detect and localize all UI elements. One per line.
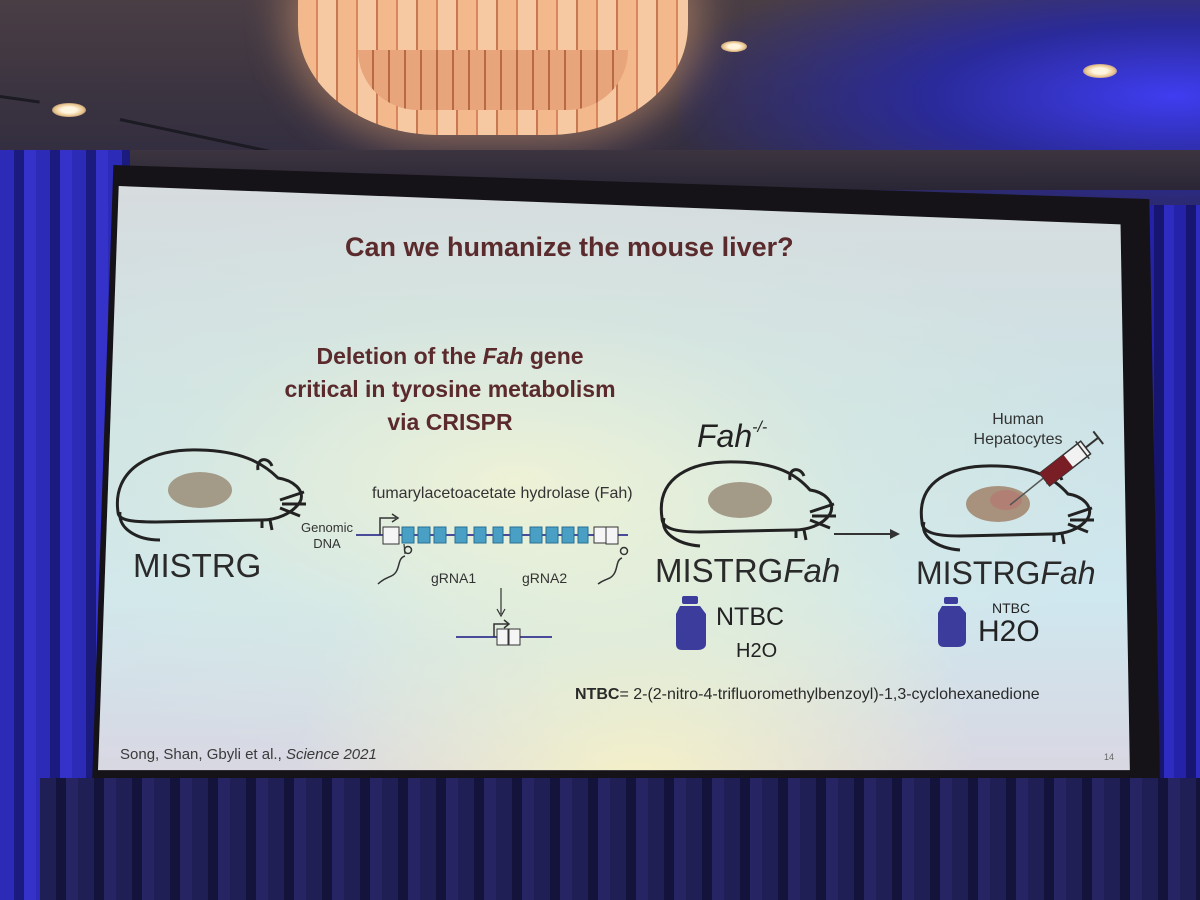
mouse-icon-mistrg bbox=[115, 448, 306, 542]
presentation-slide bbox=[98, 186, 1130, 771]
grna2-label: gRNA2 bbox=[522, 570, 568, 586]
page-number: 14 bbox=[1104, 752, 1115, 762]
human-hepatocyte-patch bbox=[990, 490, 1022, 510]
right-arrow-icon bbox=[834, 529, 900, 539]
fah-knockout-label: Fah-/- bbox=[697, 418, 767, 455]
subtitle-gene: Fah bbox=[482, 343, 524, 369]
grna1-label: gRNA1 bbox=[431, 570, 477, 586]
subtitle-line1-post: gene bbox=[523, 343, 584, 369]
ceiling-light bbox=[52, 103, 86, 117]
human-hepatocytes-line1: Human bbox=[992, 411, 1044, 428]
mouse2-label-italic: Fah bbox=[783, 552, 841, 589]
liver-shape bbox=[168, 472, 232, 508]
mouse-icon-humanized bbox=[919, 464, 1094, 552]
ntbc-definition: NTBC= 2-(2-nitro-4-trifluoromethylbenzoy… bbox=[575, 686, 1040, 704]
liver-shape bbox=[708, 482, 772, 518]
genomic-line1: Genomic bbox=[300, 520, 354, 535]
mouse1-label: MISTRG bbox=[133, 547, 262, 584]
citation: Song, Shan, Gbyli et al., Science 2021 bbox=[120, 746, 377, 763]
citation-journal: Science 2021 bbox=[285, 746, 377, 763]
ntbc-vial-icon bbox=[676, 596, 706, 650]
ceiling-light bbox=[721, 41, 747, 52]
genomic-line2: DNA bbox=[313, 536, 341, 551]
subtitle-line2: critical in tyrosine metabolism bbox=[284, 376, 616, 402]
mouse3-label: MISTRGFah bbox=[916, 555, 1096, 592]
genomic-dna-label: Genomic DNA bbox=[292, 520, 362, 552]
gene-label: fumarylacetoacetate hydrolase (Fah) bbox=[372, 485, 633, 502]
mouse2-label: MISTRGFah bbox=[655, 552, 840, 590]
citation-authors: Song, Shan, Gbyli et al., bbox=[120, 746, 286, 763]
ntbc-large-label: NTBC bbox=[716, 603, 785, 631]
h2o-small-label: H2O bbox=[736, 640, 778, 662]
fah-knockout-text: Fah bbox=[697, 418, 753, 454]
subtitle-line3: via CRISPR bbox=[387, 409, 513, 435]
fah-knockout-superscript: -/- bbox=[752, 419, 768, 436]
ntbc-vial-icon bbox=[938, 597, 966, 647]
mouse3-label-main: MISTRG bbox=[916, 555, 1041, 591]
chandelier bbox=[298, 0, 688, 135]
mouse3-label-italic: Fah bbox=[1040, 555, 1096, 591]
mouse-icon-mistrgfah bbox=[659, 460, 836, 548]
ntbc-small-label: NTBC bbox=[992, 600, 1031, 616]
subtitle-pre: Deletion of the bbox=[316, 343, 483, 369]
ntbc-definition-text: = 2-(2-nitro-4-trifluoromethylbenzoyl)-1… bbox=[619, 686, 1040, 703]
ceiling-light bbox=[1083, 64, 1117, 78]
slide-subtitle: Deletion of the Fah gene critical in tyr… bbox=[240, 340, 660, 439]
human-hepatocytes-label: Human Hepatocytes bbox=[948, 410, 1088, 450]
syringe-icon bbox=[1009, 430, 1104, 506]
mouse2-label-main: MISTRG bbox=[655, 552, 784, 589]
h2o-large-label: H2O bbox=[978, 615, 1040, 648]
slide-title: Can we humanize the mouse liver? bbox=[345, 232, 794, 262]
fah-gene-diagram bbox=[356, 513, 629, 646]
ntbc-definition-term: NTBC bbox=[575, 686, 620, 703]
human-hepatocytes-line2: Hepatocytes bbox=[973, 431, 1063, 448]
stage-skirt bbox=[40, 778, 1200, 900]
